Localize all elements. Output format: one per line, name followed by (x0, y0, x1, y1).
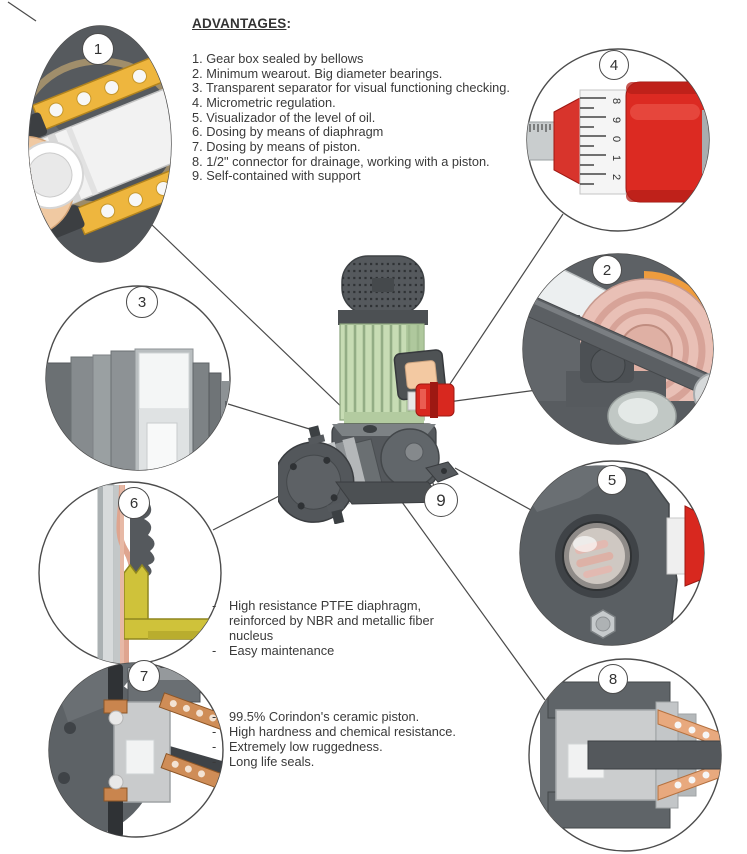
diaphragm-detail-illustration (38, 481, 222, 665)
transparent-separator-detail-illustration (45, 285, 231, 471)
advantages-heading-text: ADVANTAGES (192, 16, 287, 31)
diaphragm-note: - High resistance PTFE diaphragm, reinfo… (212, 598, 462, 658)
callout-badge-8: 8 (598, 664, 628, 694)
piston-seal-lower (160, 752, 223, 790)
callout-badge-5: 5 (597, 465, 627, 495)
bullet-dash: - (212, 598, 217, 613)
note-line: Easy maintenance (229, 643, 335, 658)
note-bullet: - High resistance PTFE diaphragm, reinfo… (212, 598, 462, 643)
note-bullet: - High hardness and chemical resistance. (212, 724, 477, 739)
advantage-item: 5. Visualizador of the level of oil. (192, 109, 376, 125)
micrometer-scale-ticks (580, 97, 606, 185)
bullet-lines: Easy maintenance (229, 643, 334, 658)
scale-digit: 8 (610, 98, 622, 104)
regulation-knob (407, 382, 455, 418)
bearings-detail-illustration (522, 253, 714, 445)
advantages-heading: ADVANTAGES: (192, 16, 567, 31)
note-line: High hardness and chemical resistance. (229, 724, 456, 739)
scale-digit: 2 (610, 174, 622, 180)
bullet-lines: Long life seals. (229, 754, 314, 769)
advantages-heading-colon: : (286, 16, 292, 31)
note-line: Long life seals. (229, 754, 315, 769)
scale-digit: 9 (610, 117, 622, 123)
scale-digit: 0 (610, 136, 622, 142)
note-bullet: - Long life seals. (212, 754, 477, 769)
piston-art (49, 663, 223, 837)
bullet-lines: 99.5% Corindon's ceramic piston. (229, 709, 419, 724)
gearbox-bellows-detail-illustration (28, 25, 172, 263)
advantage-item: 6. Dosing by means of diaphragm (192, 124, 384, 140)
note-bullet: - Extremely low ruggedness. (212, 739, 477, 754)
drainage-connector-detail-illustration (528, 658, 722, 852)
piston-note: - 99.5% Corindon's ceramic piston. - Hig… (212, 709, 477, 769)
callout-badge-6: 6 (118, 487, 150, 519)
motor-fan-cover (341, 255, 425, 315)
motor-cap-band (338, 310, 428, 325)
connector-lines-group (7, 1, 564, 701)
callout-badge-7: 7 (128, 660, 160, 692)
bullet-dash: - (212, 754, 217, 769)
note-bullet: - Easy maintenance (212, 643, 462, 658)
bullet-lines: High hardness and chemical resistance. (229, 724, 456, 739)
line-to-detail-5 (454, 467, 532, 511)
advantages-list: 1. Gear box sealed by bellows 2. Minimum… (192, 51, 567, 184)
callout-badge-3: 3 (126, 286, 158, 318)
corner-mark-line (7, 1, 37, 22)
line-to-detail-8 (393, 490, 546, 701)
diaphragm-art (97, 484, 217, 664)
bullet-dash: - (212, 709, 217, 724)
callout-badge-4: 4 (599, 50, 629, 80)
scale-digit: 1 (610, 155, 622, 161)
line-to-detail-4 (447, 213, 564, 388)
note-line: Extremely low ruggedness. (229, 739, 383, 754)
line-to-detail-2 (447, 389, 538, 403)
gearbox-cutaway-art (29, 26, 171, 262)
note-line: nucleus (229, 628, 274, 643)
bullet-dash: - (212, 643, 217, 658)
note-line: High resistance PTFE diaphragm, (229, 598, 422, 613)
micrometer-art: 8 9 0 1 2 (527, 81, 709, 203)
callout-badge-1: 1 (82, 33, 114, 65)
bullet-lines: High resistance PTFE diaphragm, reinforc… (229, 598, 434, 643)
advantages-section: ADVANTAGES: 1. Gear box sealed by bellow… (192, 16, 567, 184)
dosing-pump-illustration (278, 255, 459, 524)
line-to-detail-3 (227, 403, 317, 432)
advantage-item: 8. 1/2" connector for drainage, working … (192, 153, 490, 169)
note-bullet: - 99.5% Corindon's ceramic piston. (212, 709, 477, 724)
callout-badge-9: 9 (424, 483, 458, 517)
advantage-item: 7. Dosing by means of piston. (192, 138, 361, 154)
note-line: 99.5% Corindon's ceramic piston. (229, 709, 420, 724)
micrometer-knob-detail-illustration: 8 9 0 1 2 (526, 48, 710, 232)
bullet-lines: Extremely low ruggedness. (229, 739, 383, 754)
note-line: reinforced by NBR and metallic fiber (229, 613, 434, 628)
advantage-item: 2. Minimum wearout. Big diameter bearing… (192, 65, 443, 81)
line-to-detail-1 (149, 222, 351, 416)
advantage-item: 4. Micrometric regulation. (192, 94, 336, 110)
advantage-item: 9. Self-contained with support (192, 168, 361, 184)
advantage-item: 3. Transparent separator for visual func… (192, 80, 510, 96)
separator-art (46, 348, 230, 470)
oil-level-sight-glass-detail-illustration (519, 460, 705, 646)
piston-seal-upper (158, 692, 223, 731)
callout-badge-2: 2 (592, 255, 622, 285)
bullet-dash: - (212, 724, 217, 739)
micrometer-scale-digits: 8 9 0 1 2 (610, 98, 622, 180)
advantage-item: 1. Gear box sealed by bellows (192, 51, 364, 66)
bullet-dash: - (212, 739, 217, 754)
